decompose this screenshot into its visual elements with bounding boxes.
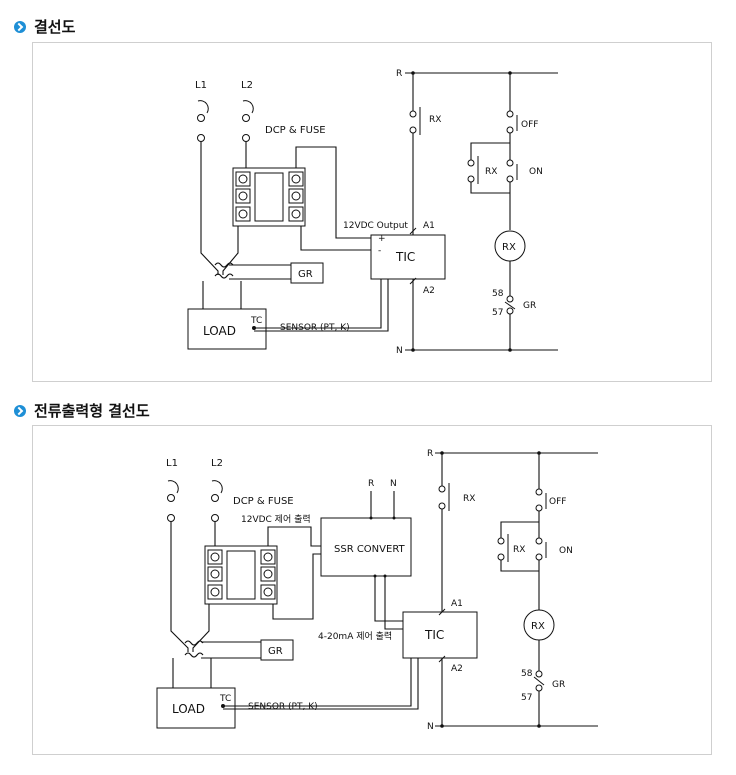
- wiring-diagram: L1 L2 DCP & FUSE GR LOAD TC SENSOR (: [187, 69, 558, 356]
- ssr-n-label: N: [390, 479, 397, 489]
- tic-label: TIC: [424, 628, 444, 642]
- on-label: ON: [529, 167, 543, 177]
- fuse-l2-icon: [242, 100, 254, 142]
- wiring-diagram-panel: L1 L2 DCP & FUSE GR LOAD TC SENSOR (: [32, 42, 712, 382]
- r-rail-label: R: [396, 69, 402, 79]
- p57-label: 57: [521, 693, 532, 703]
- ssr-relay-icon: [204, 545, 278, 605]
- ctrl12-label: 12VDC 제어 출력: [241, 513, 311, 525]
- tic-box: [402, 611, 478, 659]
- l2-label: L2: [241, 80, 253, 91]
- p57-label: 57: [492, 308, 503, 318]
- section-title-text: 결선도: [34, 18, 76, 36]
- sensor-label: SENSOR (PT, K): [248, 702, 318, 712]
- fuse-label: DCP & FUSE: [233, 496, 294, 507]
- rx-coil-label: RX: [531, 621, 545, 632]
- off-label: OFF: [549, 497, 566, 507]
- output-label: 12VDC Output: [343, 221, 408, 231]
- fuse-l1-icon: [167, 480, 179, 522]
- ma-label: 4-20mA 제어 출력: [318, 630, 392, 642]
- rx-contact-label: RX: [429, 115, 441, 125]
- tc-label: TC: [250, 316, 262, 326]
- fuse-l2-icon: [211, 480, 223, 522]
- sensor-label: SENSOR (PT, K): [280, 323, 350, 333]
- load-label: LOAD: [172, 702, 205, 716]
- l2-label: L2: [211, 458, 223, 469]
- gr-contact-label: GR: [552, 680, 565, 690]
- tic-box: [370, 234, 446, 280]
- p58-label: 58: [492, 289, 504, 299]
- rx-contact-label: RX: [463, 494, 475, 504]
- gr-label: GR: [268, 646, 283, 657]
- n-rail-label: N: [396, 346, 403, 356]
- tc-label: TC: [219, 694, 231, 704]
- ssr-relay-icon: [232, 167, 306, 227]
- fuse-l1-icon: [197, 100, 209, 142]
- load-box: [187, 308, 267, 350]
- section-title-current-output: 전류출력형 결선도: [14, 400, 150, 421]
- a2-label: A2: [451, 664, 463, 674]
- current-output-diagram: L1 L2 DCP & FUSE 12VDC 제어 출력 SSR CONVERT…: [156, 449, 598, 732]
- a1-label: A1: [423, 221, 435, 231]
- current-output-diagram-panel: L1 L2 DCP & FUSE 12VDC 제어 출력 SSR CONVERT…: [32, 425, 712, 755]
- ssr-convert-box: [320, 517, 412, 577]
- r-rail-label: R: [427, 449, 433, 459]
- ssr-r-label: R: [368, 479, 374, 489]
- load-box: [156, 687, 236, 729]
- gr-label: GR: [298, 269, 313, 280]
- plus-label: +: [378, 234, 386, 244]
- bullet-icon: [14, 404, 26, 417]
- gr-contact-label: GR: [523, 301, 536, 311]
- ssr-convert-label: SSR CONVERT: [334, 544, 406, 555]
- rx-hold-label: RX: [485, 167, 497, 177]
- tic-label: TIC: [395, 250, 415, 264]
- section-title-wiring: 결선도: [14, 16, 75, 37]
- rx-coil-label: RX: [502, 242, 516, 253]
- off-label: OFF: [521, 120, 538, 130]
- fuse-label: DCP & FUSE: [265, 125, 326, 136]
- rx-hold-label: RX: [513, 545, 525, 555]
- l1-label: L1: [166, 458, 178, 469]
- a2-label: A2: [423, 286, 435, 296]
- l1-label: L1: [195, 80, 207, 91]
- gr-box: [290, 262, 324, 284]
- gr-box: [260, 639, 294, 661]
- n-rail-label: N: [427, 722, 434, 732]
- minus-label: -: [378, 246, 381, 256]
- load-label: LOAD: [203, 324, 236, 338]
- a1-label: A1: [451, 599, 463, 609]
- p58-label: 58: [521, 669, 533, 679]
- on-label: ON: [559, 546, 573, 556]
- section-title-text: 전류출력형 결선도: [34, 402, 150, 420]
- bullet-icon: [14, 20, 26, 33]
